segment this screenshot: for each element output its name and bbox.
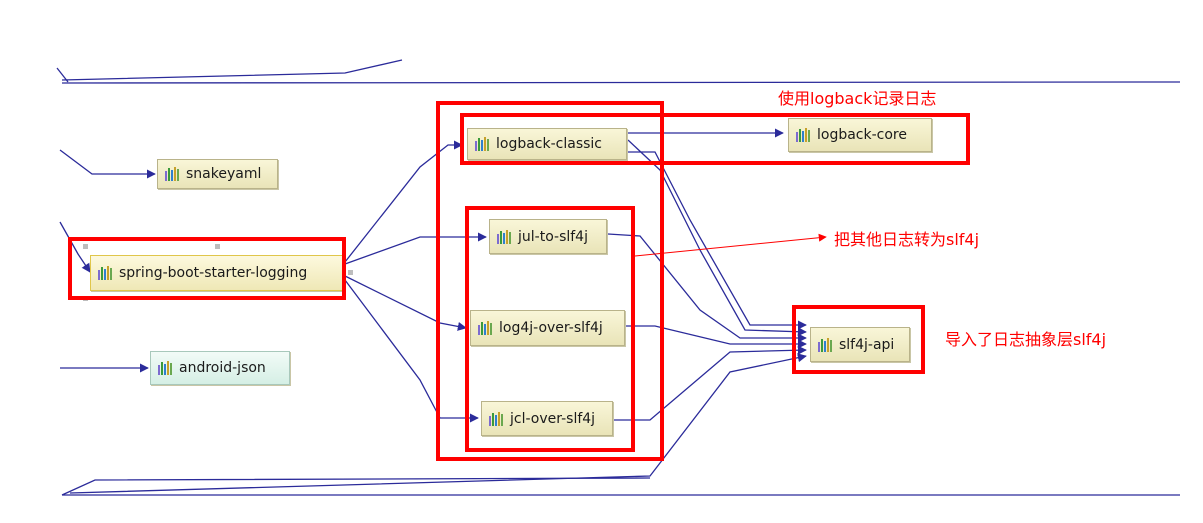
node-label: android-json — [179, 360, 266, 376]
library-jar-icon — [818, 337, 833, 352]
node-label: logback-classic — [496, 136, 603, 152]
edge-starter-to-logback-classic — [344, 140, 463, 263]
selection-handle[interactable] — [83, 296, 88, 301]
node-logback-core[interactable]: logback-core — [788, 118, 932, 152]
annotation-logback: 使用logback记录日志 — [778, 89, 937, 108]
node-log4j-over-slf4j[interactable]: log4j-over-slf4j — [470, 310, 625, 346]
annotation-arrow — [634, 233, 827, 257]
edge-core-to-slf4j — [627, 139, 807, 337]
edge-classic-to-slf4j — [628, 151, 807, 330]
node-snakeyaml[interactable]: snakeyaml — [157, 159, 278, 189]
node-label: jcl-over-slf4j — [510, 410, 596, 427]
library-jar-icon — [478, 321, 493, 335]
edge-starter-to-log4j — [344, 275, 467, 331]
selection-handle[interactable] — [83, 244, 88, 249]
edge-log4j-to-slf4j — [626, 325, 807, 349]
node-label: slf4j-api — [839, 336, 895, 353]
annotation-api: 导入了日志抽象层slf4j — [945, 330, 1107, 349]
edge-to-snakeyaml — [59, 149, 156, 179]
library-jar-icon — [98, 266, 113, 280]
edge-jcl-to-slf4j — [614, 345, 807, 421]
node-android-json[interactable]: android-json — [150, 351, 290, 385]
node-label: snakeyaml — [186, 166, 262, 182]
node-label: jul-to-slf4j — [518, 228, 588, 245]
node-label: logback-core — [817, 127, 907, 143]
node-label: log4j-over-slf4j — [499, 320, 603, 336]
node-logback-classic[interactable]: logback-classic — [467, 128, 627, 160]
library-jar-icon — [489, 411, 504, 426]
edge-bottom-offscreen — [61, 477, 651, 496]
edge-jul-to-slf4j — [607, 233, 807, 343]
annotation-bridges: 把其他日志转为slf4j — [834, 230, 980, 249]
node-jcl-over-slf4j[interactable]: jcl-over-slf4j — [481, 401, 613, 436]
node-jul-to-slf4j[interactable]: jul-to-slf4j — [489, 219, 607, 254]
selection-handle[interactable] — [215, 244, 220, 249]
edge-top-long — [61, 81, 1181, 84]
node-spring-boot-starter-logging[interactable]: spring-boot-starter-logging — [90, 255, 343, 291]
edge-starter-to-jcl — [344, 279, 479, 423]
node-label: spring-boot-starter-logging — [119, 265, 308, 281]
selection-handle[interactable] — [348, 270, 353, 275]
library-jar-icon — [165, 167, 180, 181]
library-jar-icon — [475, 137, 490, 151]
edge-bottom-to-slf4j — [69, 353, 807, 494]
node-slf4j-api[interactable]: slf4j-api — [810, 327, 910, 362]
library-jar-icon — [158, 361, 173, 375]
edge-starter-to-jul — [344, 232, 487, 265]
library-jar-icon — [796, 128, 811, 142]
edge-top-offscreen — [61, 59, 403, 81]
edge-to-starter-logging — [59, 221, 91, 273]
library-jar-icon — [497, 229, 512, 244]
edge-top-tick — [56, 67, 69, 83]
